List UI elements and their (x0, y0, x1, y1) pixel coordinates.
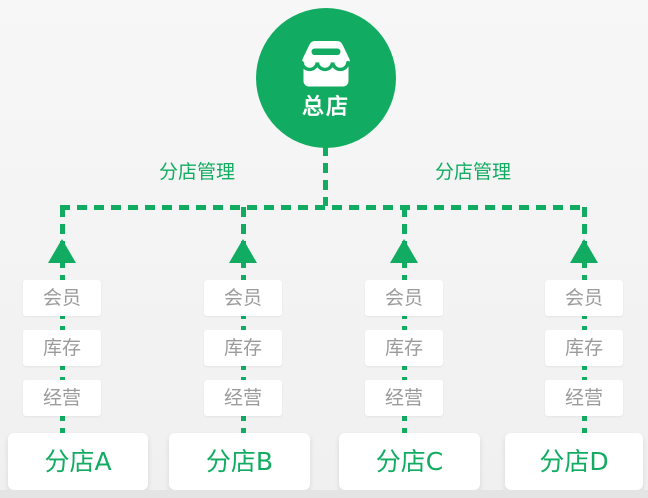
storefront-icon (300, 41, 350, 87)
storefront-slot (311, 48, 341, 55)
bottom-strip (0, 490, 648, 498)
arrow-up-icon (570, 239, 598, 263)
connector-trunk (60, 205, 587, 210)
branch-node-b: 分店B (169, 433, 310, 490)
feature-box: 经营 (545, 380, 623, 416)
storefront-scallop-line (300, 60, 350, 72)
branch-node-c: 分店C (339, 433, 480, 490)
feature-box: 库存 (23, 330, 101, 366)
manage-label-left: 分店管理 (158, 161, 235, 183)
arrow-up-icon (390, 239, 418, 263)
storefront-body (303, 60, 349, 87)
branch-node-d: 分店D (505, 433, 643, 490)
feature-box: 会员 (545, 280, 623, 316)
hq-node: 总店 (256, 8, 396, 148)
connector-root-to-trunk (323, 146, 328, 206)
connector-branch-a (59, 207, 65, 433)
connector-branch-d (581, 207, 587, 433)
feature-box: 经营 (204, 380, 282, 416)
manage-label-right: 分店管理 (434, 161, 511, 183)
feature-box: 会员 (204, 280, 282, 316)
branch-node-a: 分店A (8, 433, 148, 490)
feature-box: 库存 (545, 330, 623, 366)
feature-box: 经营 (23, 380, 101, 416)
connector-branch-b (240, 207, 246, 433)
feature-box: 会员 (23, 280, 101, 316)
feature-box: 库存 (204, 330, 282, 366)
arrow-up-icon (48, 239, 76, 263)
feature-box: 会员 (365, 280, 443, 316)
feature-box: 经营 (365, 380, 443, 416)
connector-branch-c (401, 207, 407, 433)
hq-label: 总店 (301, 95, 350, 120)
feature-box: 库存 (365, 330, 443, 366)
arrow-up-icon (229, 239, 257, 263)
